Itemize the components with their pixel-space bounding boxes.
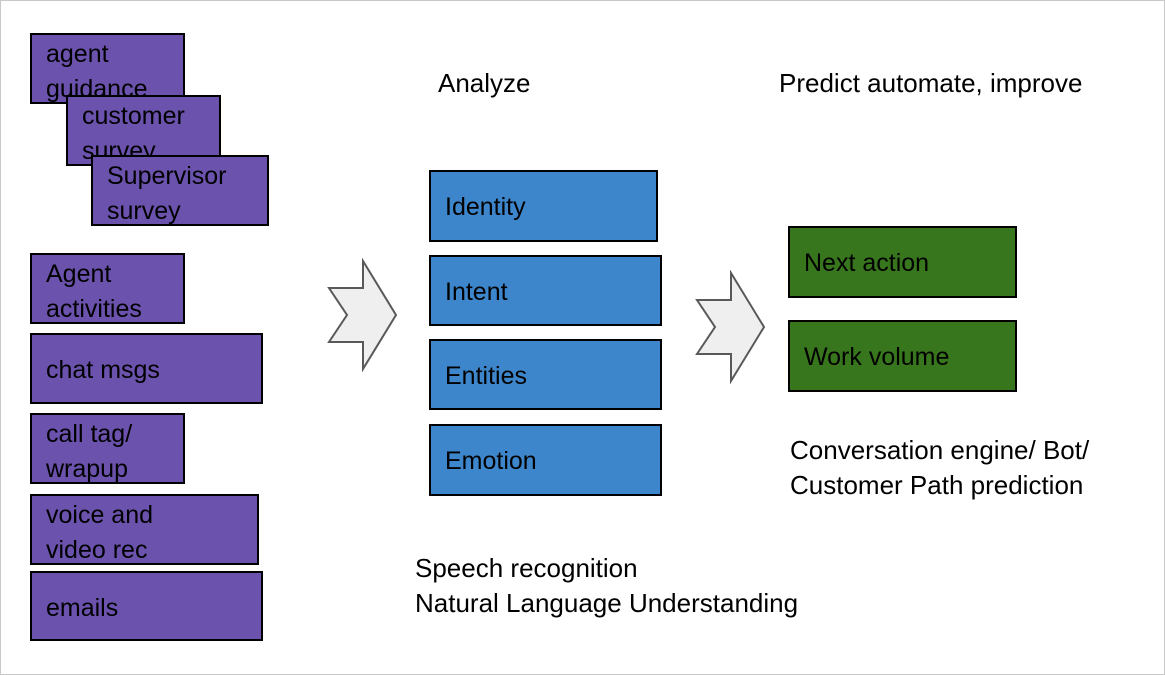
chevron-arrow-right-icon <box>327 258 398 372</box>
analyze-heading: Analyze <box>438 68 531 98</box>
source-box-agent-activities: Agent activities <box>30 253 185 324</box>
analysis-box-intent: Intent <box>429 255 662 326</box>
source-box-chat-msgs: chat msgs <box>30 333 263 404</box>
speech-caption: Speech recognition Natural Language Unde… <box>415 553 799 618</box>
prediction-box-next-action: Next action <box>788 226 1017 298</box>
analysis-box-emotion: Emotion <box>429 424 662 496</box>
chevron-arrow-right-icon <box>695 270 766 384</box>
source-box-call-tag: call tag/ wrapup <box>30 413 185 484</box>
predict-heading: Predict automate, improve <box>779 68 1083 98</box>
analysis-box-identity: Identity <box>429 170 658 242</box>
engine-caption: Conversation engine/ Bot/ Customer Path … <box>790 435 1090 500</box>
prediction-box-work-volume: Work volume <box>788 320 1017 392</box>
analysis-box-entities: Entities <box>429 339 662 410</box>
source-box-agent-guidance: agent guidance <box>30 33 185 104</box>
source-box-voice-video: voice and video rec <box>30 494 259 565</box>
source-box-emails: emails <box>30 571 263 641</box>
source-box-supervisor-survey: Supervisor survey <box>91 155 269 226</box>
